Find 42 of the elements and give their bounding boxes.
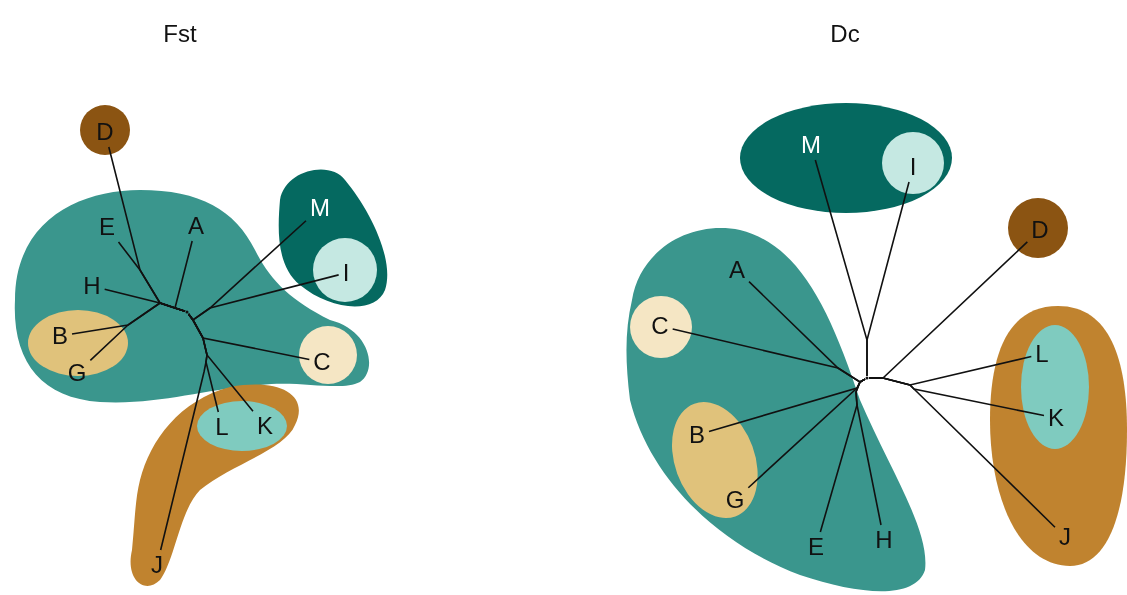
cluster-circle [882,132,944,194]
branch-line [159,313,208,551]
leaf-label: A [187,213,205,239]
cluster-circle [299,326,357,384]
cluster-ellipse [740,103,952,213]
panel-title: Fst [163,22,197,46]
leaf-label: C [312,349,332,375]
leaf-label: J [150,552,164,578]
cluster-circle [313,238,377,302]
branch-line [866,181,910,377]
leaf-label: M [800,132,822,158]
cluster-blob [988,304,1127,568]
leaf-label: K [1047,405,1065,431]
branch-line [89,302,186,362]
leaf-label: A [728,257,746,283]
leaf-label: J [1058,524,1072,550]
cluster-circle [630,296,692,358]
branch-line [855,378,882,526]
cluster-ellipse [197,401,287,451]
leaf-label: B [688,422,706,448]
leaf-label: H [874,527,894,553]
leaf-label: K [256,413,274,439]
leaf-label: C [650,313,670,339]
branch-point [185,310,189,314]
leaf-label: I [908,154,918,180]
leaf-label: L [1034,341,1050,367]
leaf-label: E [98,214,116,240]
cluster-ellipse [1021,325,1089,449]
leaf-label: D [95,119,115,145]
leaf-label: D [1030,217,1050,243]
leaf-label: G [724,487,746,513]
leaf-label: I [341,260,351,286]
panel-title: Dc [830,22,860,46]
leaf-label: M [309,195,331,221]
leaf-label: E [807,534,825,560]
leaf-label: H [82,273,102,299]
leaf-label: L [214,414,230,440]
branch-point [865,376,869,380]
cluster-ellipse [672,401,758,518]
cluster-circle [80,105,130,155]
leaf-label: B [51,323,69,349]
cluster-circle [1008,198,1068,258]
